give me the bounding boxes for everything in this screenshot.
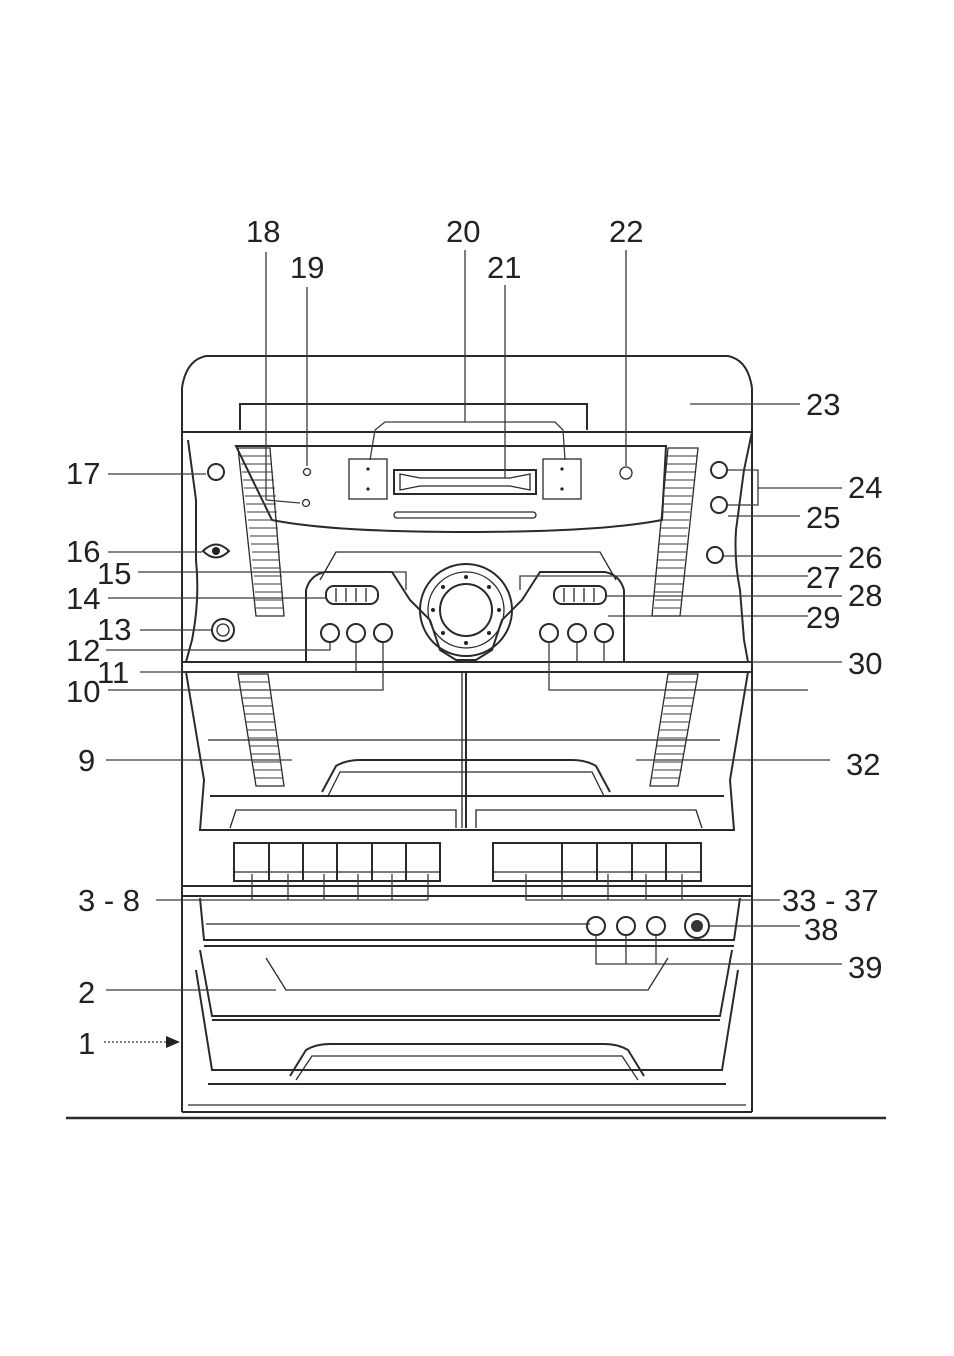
- callout-labels: 18 19 20 21 22 23 17 24 25 16 26 15 27 1…: [66, 214, 882, 1061]
- callout-3-8: 3 - 8: [78, 883, 140, 918]
- callout-24: 24: [848, 470, 882, 505]
- knob-39c[interactable]: [646, 916, 666, 936]
- button-10[interactable]: [373, 623, 393, 643]
- transport-buttons: [182, 809, 752, 897]
- callout-1: 1: [78, 1026, 95, 1061]
- knob-39b[interactable]: [616, 916, 636, 936]
- volume-dial[interactable]: [419, 563, 513, 657]
- callout-14: 14: [66, 581, 100, 616]
- jack-13[interactable]: [211, 618, 235, 642]
- button-11[interactable]: [346, 623, 366, 643]
- left-upper-grille: [237, 447, 285, 617]
- callout-2: 2: [78, 975, 95, 1010]
- callout-18: 18: [246, 214, 280, 249]
- callout-32: 32: [846, 747, 880, 782]
- callout-15: 15: [97, 556, 131, 591]
- right-upper-grille: [651, 447, 699, 617]
- center-control-cluster: [305, 551, 625, 662]
- indicator-18: [301, 498, 311, 508]
- cd-slot: [393, 511, 537, 519]
- top-lid: [181, 355, 753, 432]
- left-slider[interactable]: [325, 585, 379, 605]
- knob-38[interactable]: [684, 913, 710, 939]
- callout-11: 11: [97, 655, 129, 690]
- lower-panel: [195, 897, 741, 1085]
- right-side-controls: [706, 461, 728, 564]
- callout-38: 38: [804, 912, 838, 947]
- callout-19: 19: [290, 250, 324, 285]
- callout-22: 22: [609, 214, 643, 249]
- indicator-19: [302, 467, 312, 477]
- right-display-window: [542, 458, 582, 500]
- callout-23: 23: [806, 387, 840, 422]
- right-lower-grille: [649, 673, 699, 787]
- callout-13: 13: [97, 612, 131, 647]
- callout-21: 21: [487, 250, 521, 285]
- callout-20: 20: [446, 214, 480, 249]
- callout-29: 29: [806, 600, 840, 635]
- button-16[interactable]: [201, 543, 231, 559]
- callout-12: 12: [66, 633, 100, 668]
- main-display: [393, 469, 537, 495]
- button-30b[interactable]: [567, 623, 587, 643]
- sensor-22: [619, 466, 633, 480]
- leader-lines: [104, 250, 842, 1048]
- knob-24a[interactable]: [710, 461, 728, 479]
- arrow-1: [166, 1036, 180, 1048]
- callout-26: 26: [848, 540, 882, 575]
- cd-panel: [234, 445, 699, 617]
- left-lower-grille: [237, 673, 285, 787]
- knob-39a[interactable]: [586, 916, 606, 936]
- left-side-controls: [201, 463, 235, 642]
- knob-17[interactable]: [207, 463, 225, 481]
- callout-25: 25: [806, 500, 840, 535]
- callout-17: 17: [66, 456, 100, 491]
- button-30c[interactable]: [594, 623, 614, 643]
- button-30a[interactable]: [539, 623, 559, 643]
- callout-9: 9: [78, 743, 95, 778]
- cassette-section: [185, 671, 749, 831]
- left-display-window: [348, 458, 388, 500]
- callout-27: 27: [806, 560, 840, 595]
- callout-28: 28: [848, 578, 882, 613]
- knob-26[interactable]: [706, 546, 724, 564]
- callout-39: 39: [848, 950, 882, 985]
- knob-24b[interactable]: [710, 496, 728, 514]
- button-12[interactable]: [320, 623, 340, 643]
- callout-30: 30: [848, 646, 882, 681]
- callout-16: 16: [66, 534, 100, 569]
- callout-33-37: 33 - 37: [782, 883, 879, 918]
- right-slider[interactable]: [553, 585, 607, 605]
- callout-10: 10: [66, 674, 100, 709]
